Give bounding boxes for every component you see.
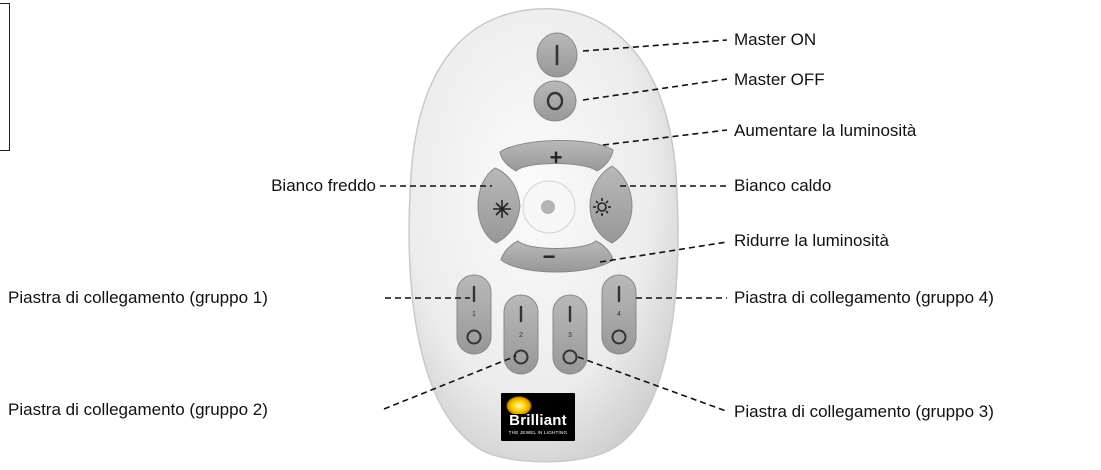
label-master-on: Master ON (734, 30, 816, 50)
group-3-button[interactable]: 3 (553, 295, 587, 374)
brand-name: Brilliant (503, 412, 573, 429)
master-on-button[interactable] (537, 33, 577, 77)
plus-symbol: + (550, 145, 563, 170)
center-indicator (523, 181, 575, 233)
label-master-off: Master OFF (734, 70, 825, 90)
label-brightness-up: Aumentare la luminosità (734, 121, 916, 141)
brand-tagline: THE JEWEL IN LIGHTING (503, 430, 573, 435)
group-4-button[interactable]: 4 (602, 275, 636, 354)
group-2-number: 2 (519, 332, 523, 339)
brand-logo: Brilliant THE JEWEL IN LIGHTING (501, 393, 575, 441)
label-warm-white: Bianco caldo (734, 176, 831, 196)
master-off-button[interactable] (534, 81, 576, 121)
label-group-4: Piastra di collegamento (gruppo 4) (734, 288, 994, 308)
label-cool-white: Bianco freddo (180, 176, 376, 196)
label-group-2: Piastra di collegamento (gruppo 2) (8, 400, 268, 420)
group-3-number: 3 (568, 332, 572, 339)
group-1-button[interactable]: 1 (457, 275, 491, 354)
label-group-3: Piastra di collegamento (gruppo 3) (734, 402, 994, 422)
brightness-up-button[interactable]: + (500, 140, 613, 171)
group-2-button[interactable]: 2 (504, 295, 538, 374)
group-1-number: 1 (472, 311, 476, 318)
minus-symbol: − (543, 244, 556, 269)
label-group-1: Piastra di collegamento (gruppo 1) (8, 288, 268, 308)
label-brightness-down: Ridurre la luminosità (734, 231, 889, 251)
group-4-number: 4 (617, 311, 621, 318)
